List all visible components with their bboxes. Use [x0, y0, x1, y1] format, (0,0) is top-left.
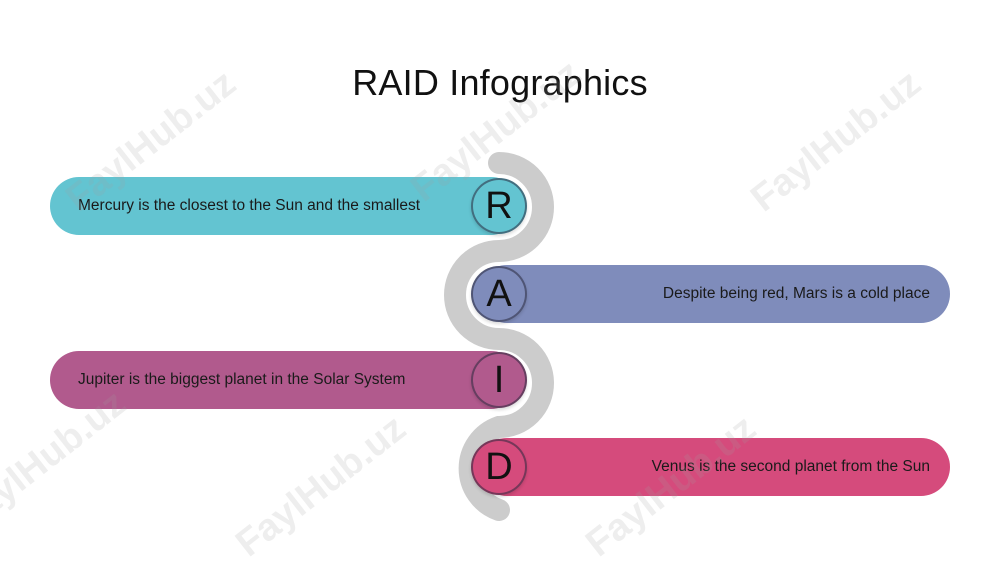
- letter-circle-d: D: [471, 439, 527, 495]
- letter-circle-a: A: [471, 266, 527, 322]
- bar-i: Jupiter is the biggest planet in the Sol…: [50, 351, 520, 409]
- bar-a-text: Despite being red, Mars is a cold place: [662, 285, 930, 302]
- letter-circle-i: I: [471, 352, 527, 408]
- letter-circle-r: R: [471, 178, 527, 234]
- letter-d: D: [485, 445, 513, 488]
- letter-a: A: [486, 272, 512, 315]
- bar-d: Venus is the second planet from the Sun: [478, 438, 950, 496]
- bar-d-text: Venus is the second planet from the Sun: [651, 458, 930, 475]
- page-title: RAID Infographics: [352, 62, 648, 103]
- letter-r: R: [485, 184, 513, 227]
- letter-i: I: [493, 358, 505, 401]
- bar-r-text: Mercury is the closest to the Sun and th…: [78, 197, 421, 214]
- bar-a: Despite being red, Mars is a cold place: [478, 265, 950, 323]
- bar-r: Mercury is the closest to the Sun and th…: [50, 177, 520, 235]
- bar-i-text: Jupiter is the biggest planet in the Sol…: [78, 371, 406, 388]
